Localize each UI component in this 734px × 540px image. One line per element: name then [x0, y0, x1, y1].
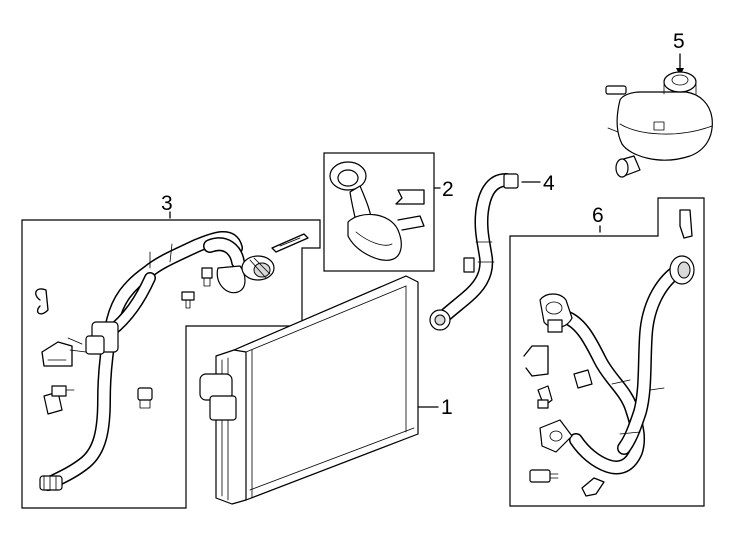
bolt-small-upper [201, 267, 213, 287]
bracket-clip [271, 233, 309, 253]
callout-1: 1 [441, 396, 453, 419]
hose-clip-6 [581, 477, 605, 497]
outlet-connector-lower [539, 419, 573, 453]
upper-hose [329, 161, 402, 261]
bleeder-screw [137, 387, 153, 409]
radiator: 1 [199, 275, 453, 505]
group-2-upper-hose-box: 2 [323, 152, 454, 272]
inlet-hose [39, 231, 243, 491]
reservoir-cap [663, 71, 697, 93]
radiator-outlet [199, 373, 237, 421]
hose-clamp-6 [523, 345, 549, 377]
callout-6: 6 [592, 204, 604, 227]
group-6-outlet-hose-box: 6 [509, 197, 705, 507]
lower-hose: 4 [429, 172, 555, 331]
clamp-bracket [41, 341, 73, 367]
group-3-inlet-hose-box: 3 [21, 192, 321, 509]
coolant-reservoir: 5 [605, 30, 713, 178]
hose-clip-s [35, 288, 49, 315]
coolant-sensor-6 [537, 385, 553, 409]
bracket-clip-6 [679, 209, 693, 239]
bolt-small-lower [181, 291, 195, 309]
callout-3: 3 [161, 192, 173, 215]
temperature-sensor-6 [529, 469, 559, 483]
reservoir-vent-port [605, 85, 627, 95]
hose-clamp-2 [395, 189, 425, 205]
temperature-sensor [43, 385, 75, 415]
outlet-hose [555, 255, 695, 475]
callout-2: 2 [442, 178, 454, 201]
radiator-tank-left [215, 349, 247, 505]
callout-4: 4 [543, 172, 555, 195]
hose-clip-2 [397, 215, 425, 231]
inlet-hose-connector [203, 237, 275, 294]
outlet-hose-connector [539, 293, 573, 333]
callout-5: 5 [673, 30, 685, 53]
